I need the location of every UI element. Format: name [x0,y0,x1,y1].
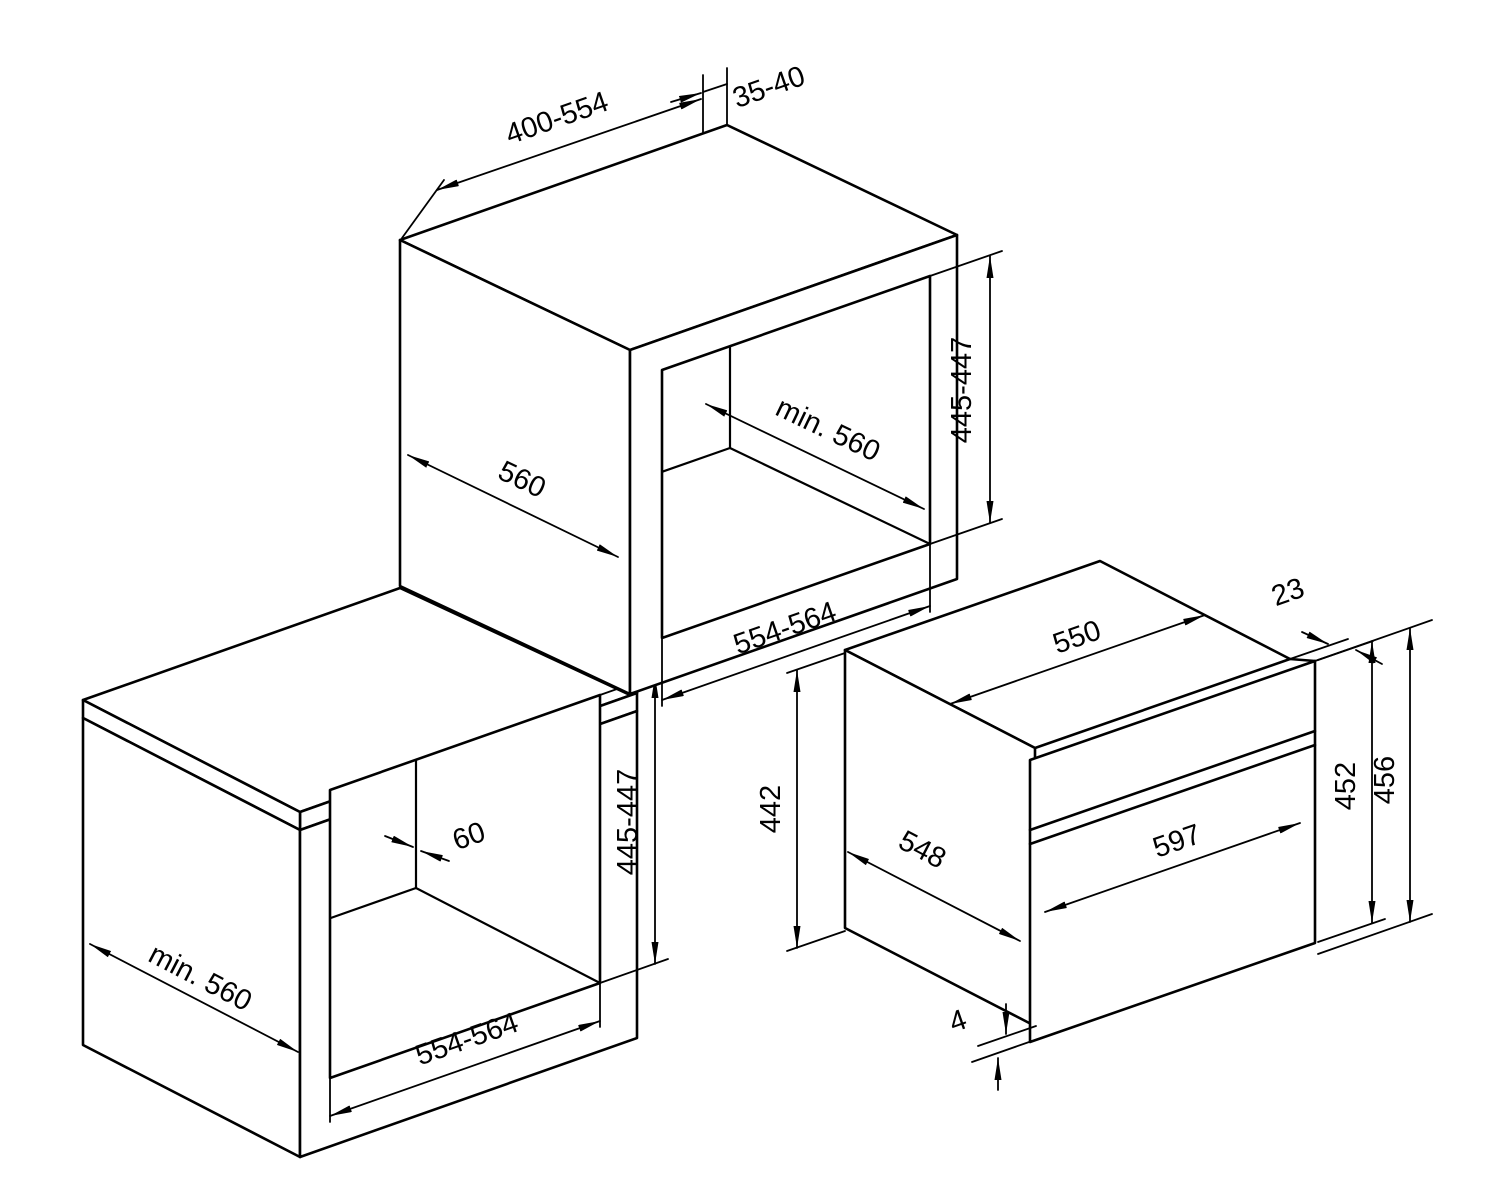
extension-line [1289,638,1349,660]
dim-arrow [949,614,1206,705]
dim-base-niche-height: 445-447 [599,670,669,984]
dim-upper-niche-height-label: 445-447 [946,337,978,443]
dim-arrow [661,605,931,701]
niche-floor-right-edge [414,886,600,985]
dim-oven-heights: 452 456 [1317,619,1433,955]
dim-oven-height-to-frame-label: 452 [1330,762,1362,810]
dim-in-arrow [670,92,702,103]
dim-oven-body-height: 442 [755,652,846,952]
dim-arrow [436,98,702,191]
oven-control-panel-line [1028,729,1317,832]
dim-arrow [847,851,1021,942]
niche-floor-back-edge [330,886,418,985]
extension-line [977,1025,1037,1047]
dim-arrow [1044,822,1301,913]
dim-arrow [329,1020,601,1117]
extension-line [1317,619,1433,661]
dim-segment [702,83,728,93]
dim-in-arrow [1301,631,1329,645]
base-cabinet-drawing: min. 560 554-564 445-447 60 [81,586,669,1159]
upper-cabinet-drawing: 560 min. 560 445-447 554-564 400-554 [398,60,1003,707]
dim-arrow [89,943,299,1053]
dim-oven-overall-height-label: 456 [1369,756,1401,804]
dim-upper-niche-height: 445-447 [929,250,1003,545]
oven-frame-top-edge-connector [1288,657,1317,663]
dim-arrow [407,454,619,558]
dim-in-arrow [384,835,414,848]
dim-arrow [705,403,925,510]
dim-in-arrow [420,850,450,862]
niche-floor-back-edge [662,446,732,544]
oven-drawing: 550 23 442 548 597 452 [755,559,1433,1091]
dim-oven-body-height-label: 442 [755,785,787,833]
dim-base-niche-height-label: 445-447 [612,769,644,875]
extension-line [971,1040,1033,1063]
